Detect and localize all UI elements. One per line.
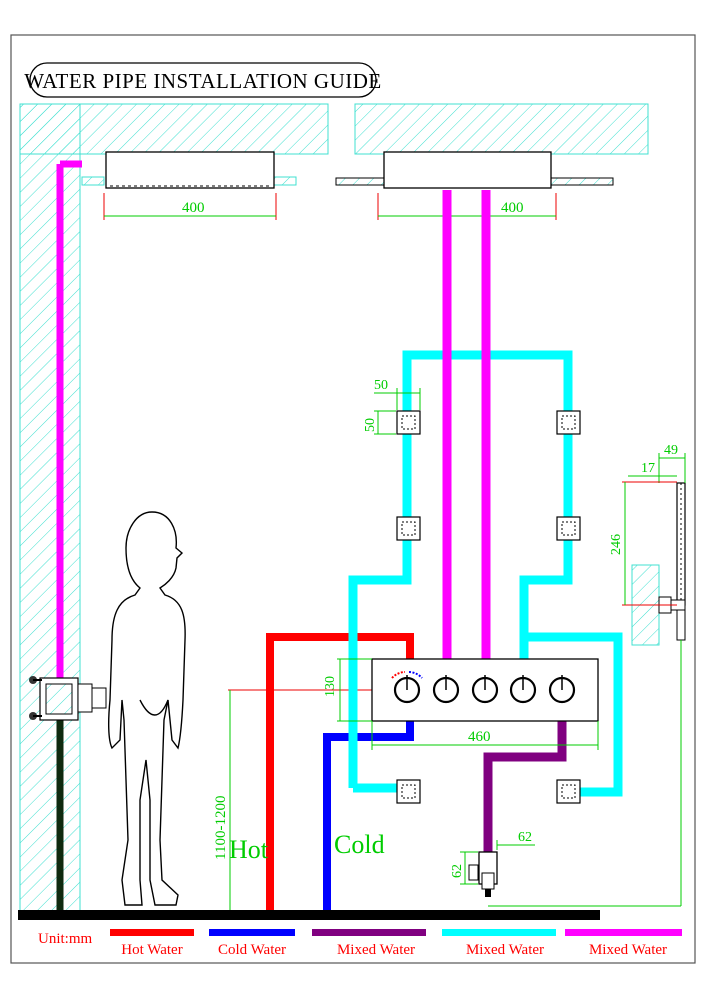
valve-mount-height: 1100-1200	[213, 796, 229, 860]
thermostat-knob-icon	[391, 671, 423, 704]
right-shower-dimension: 400	[377, 193, 557, 220]
hot-label: Hot	[229, 835, 269, 864]
jet-dimension: 50 50	[363, 378, 421, 435]
legend-label: Mixed Water	[337, 942, 415, 958]
human-silhouette	[107, 511, 186, 906]
outlet-size-v: 62	[450, 864, 465, 878]
handshower-depth: 49	[664, 443, 678, 458]
diverter-knob-icon	[509, 675, 537, 704]
outlet-size-h: 62	[518, 830, 532, 845]
cold-label: Cold	[334, 830, 385, 859]
walls	[19, 103, 660, 913]
valve-height: 130	[323, 676, 338, 697]
handshower-dimensions: 49 17 246	[609, 443, 686, 606]
legend-label: Hot Water	[121, 942, 182, 958]
unit-label: Unit:mm	[38, 931, 93, 947]
jet-icon	[396, 779, 421, 804]
jet-icon	[396, 516, 421, 541]
body-jets	[396, 410, 581, 804]
thermostatic-valve	[371, 658, 599, 722]
legend-item: Cold Water	[209, 929, 295, 958]
legend-item: Hot Water	[110, 929, 194, 958]
valve-width-dimension: 460	[371, 721, 599, 750]
jet-icon	[556, 516, 581, 541]
purple-pipe	[483, 720, 567, 860]
jet-size-h: 50	[374, 378, 388, 393]
left-wall-pipes	[56, 160, 82, 910]
left-wall	[19, 103, 81, 913]
left-wall-valve	[29, 676, 107, 721]
legend-label: Cold Water	[218, 942, 286, 958]
legend: Unit:mm Hot Water Cold Water Mixed Water…	[38, 929, 682, 958]
right-shower-width: 400	[501, 200, 524, 216]
title-box: WATER PIPE INSTALLATION GUIDE	[24, 62, 382, 98]
page-border	[10, 34, 696, 964]
valve-height-dimension: 130	[323, 658, 372, 722]
hot-pipe	[266, 633, 414, 910]
jet-icon	[556, 410, 581, 435]
right-rain-shower	[335, 151, 614, 189]
left-rain-shower	[81, 151, 297, 189]
right-ceiling	[354, 103, 649, 155]
legend-label: Mixed Water	[466, 942, 544, 958]
legend-item: Mixed Water	[442, 929, 556, 958]
cold-pipe	[323, 720, 414, 910]
diverter-knob-icon	[471, 675, 499, 704]
floor	[18, 910, 600, 920]
page-title: WATER PIPE INSTALLATION GUIDE	[24, 69, 382, 93]
handshower-offset: 17	[641, 461, 655, 476]
left-ceiling	[19, 103, 329, 155]
diverter-knob-icon	[548, 675, 576, 704]
left-shower-width: 400	[182, 200, 205, 216]
jet-icon	[556, 779, 581, 804]
legend-item: Mixed Water	[565, 929, 682, 958]
legend-item: Mixed Water	[312, 929, 426, 958]
bottom-outlet: 62 62	[450, 830, 535, 897]
jet-icon	[396, 410, 421, 435]
left-shower-dimension: 400	[103, 193, 277, 220]
valve-width: 460	[468, 729, 491, 745]
legend-label: Mixed Water	[589, 942, 667, 958]
valve-mount-dimension: 1100-1200	[213, 689, 395, 910]
handshower-height: 246	[609, 534, 624, 555]
diverter-knob-icon	[432, 675, 460, 704]
jet-size-v: 50	[363, 418, 378, 432]
magenta-pipes	[442, 190, 491, 660]
